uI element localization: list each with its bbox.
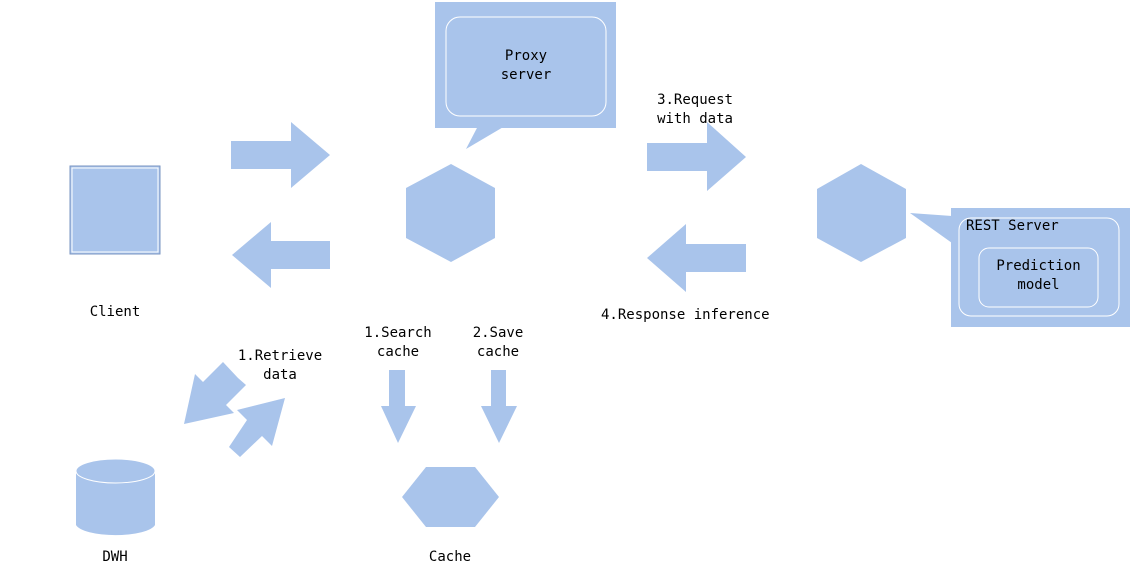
search-edge-label: 1.Search cache xyxy=(364,325,432,360)
cache-label: Cache xyxy=(428,549,472,565)
arrow-proxy-to-client xyxy=(232,222,330,288)
proxy-callout-inner xyxy=(445,16,607,117)
dwh-label: DWH xyxy=(102,549,128,565)
prediction-model-label: Prediction model xyxy=(996,258,1081,293)
client-box-inner-border xyxy=(71,167,159,253)
arrow-proxy-to-dwh xyxy=(184,362,246,424)
rest-server-label: REST Server xyxy=(966,218,1059,234)
arrow-client-to-proxy xyxy=(231,122,330,188)
response-edge-label: 4.Response inference xyxy=(601,307,770,323)
rest-callout-outer xyxy=(958,217,1120,317)
arrow-proxy-to-rest xyxy=(647,122,746,191)
arrow-rest-to-proxy xyxy=(647,224,746,292)
proxy-callout xyxy=(435,2,616,149)
client-box xyxy=(69,165,161,255)
rest-callout xyxy=(910,208,1130,327)
client-label: Client xyxy=(89,304,141,320)
arrow-dwh-to-proxy xyxy=(229,398,285,457)
arrow-search-cache xyxy=(381,370,416,443)
proxy-label: Proxy server xyxy=(500,48,552,83)
database-icon xyxy=(75,458,156,536)
save-edge-label: 2.Save cache xyxy=(472,325,524,360)
rest-hexagon-icon xyxy=(817,164,906,262)
proxy-hexagon-icon xyxy=(406,164,495,262)
retrieve-edge-label: 1.Retrieve data xyxy=(237,348,323,383)
request-edge-label: 3.Request with data xyxy=(657,92,733,127)
prediction-model-box xyxy=(978,247,1099,308)
arrow-save-cache xyxy=(481,370,517,443)
cache-hexagon-icon xyxy=(402,467,499,527)
